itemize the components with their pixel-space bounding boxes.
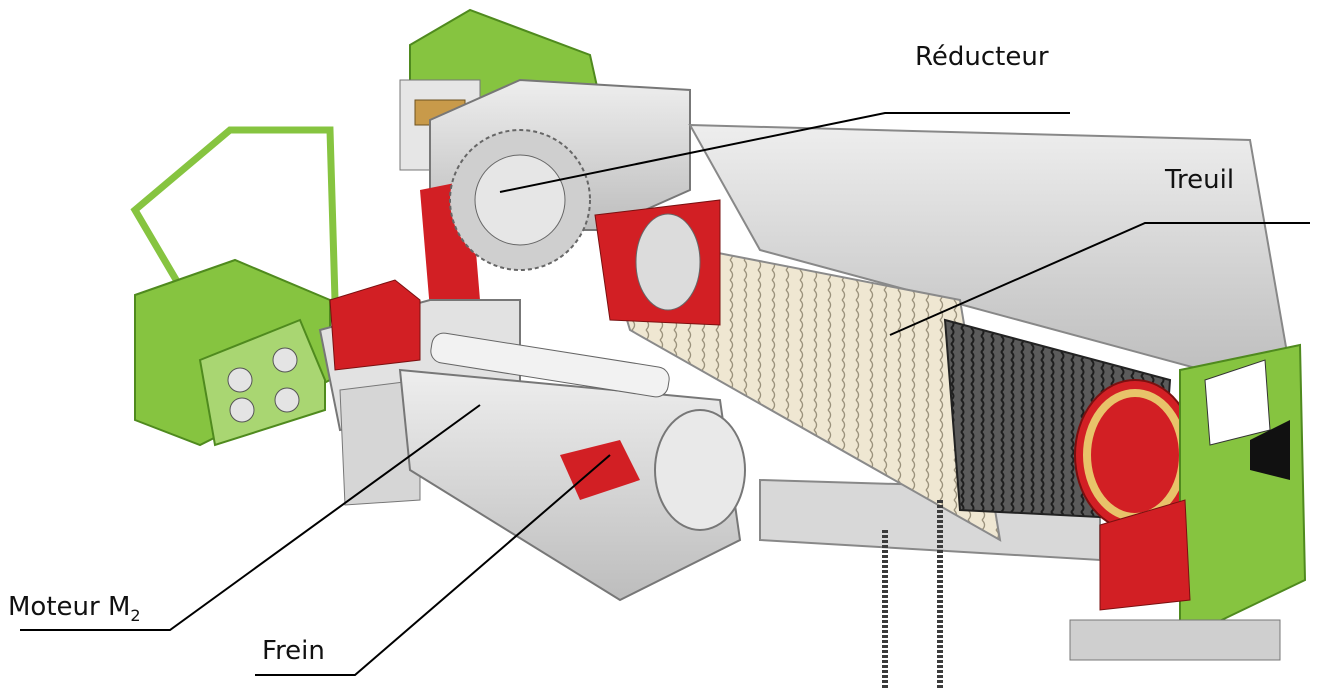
- leader-moteur: [20, 404, 481, 631]
- label-moteur-subscript: 2: [130, 606, 141, 625]
- cable-coil: [943, 318, 1196, 531]
- gearbox: [420, 78, 691, 310]
- leader-reducteur: [499, 112, 1070, 193]
- drum: [594, 199, 1002, 542]
- label-moteur: Moteur M2: [8, 592, 141, 625]
- control-box: [130, 126, 339, 447]
- label-treuil: Treuil: [1165, 165, 1235, 195]
- label-moteur-text: Moteur M: [8, 592, 131, 622]
- label-frein: Frein: [262, 636, 325, 666]
- leader-lines: [20, 112, 1310, 676]
- hanging-cables: [882, 500, 943, 688]
- leader-treuil: [889, 222, 1310, 336]
- leader-frein: [255, 454, 611, 676]
- label-reducteur: Réducteur: [915, 42, 1049, 72]
- motor-housing: [318, 279, 746, 602]
- end-plate: [1069, 343, 1307, 661]
- terminal-screws: [227, 347, 300, 423]
